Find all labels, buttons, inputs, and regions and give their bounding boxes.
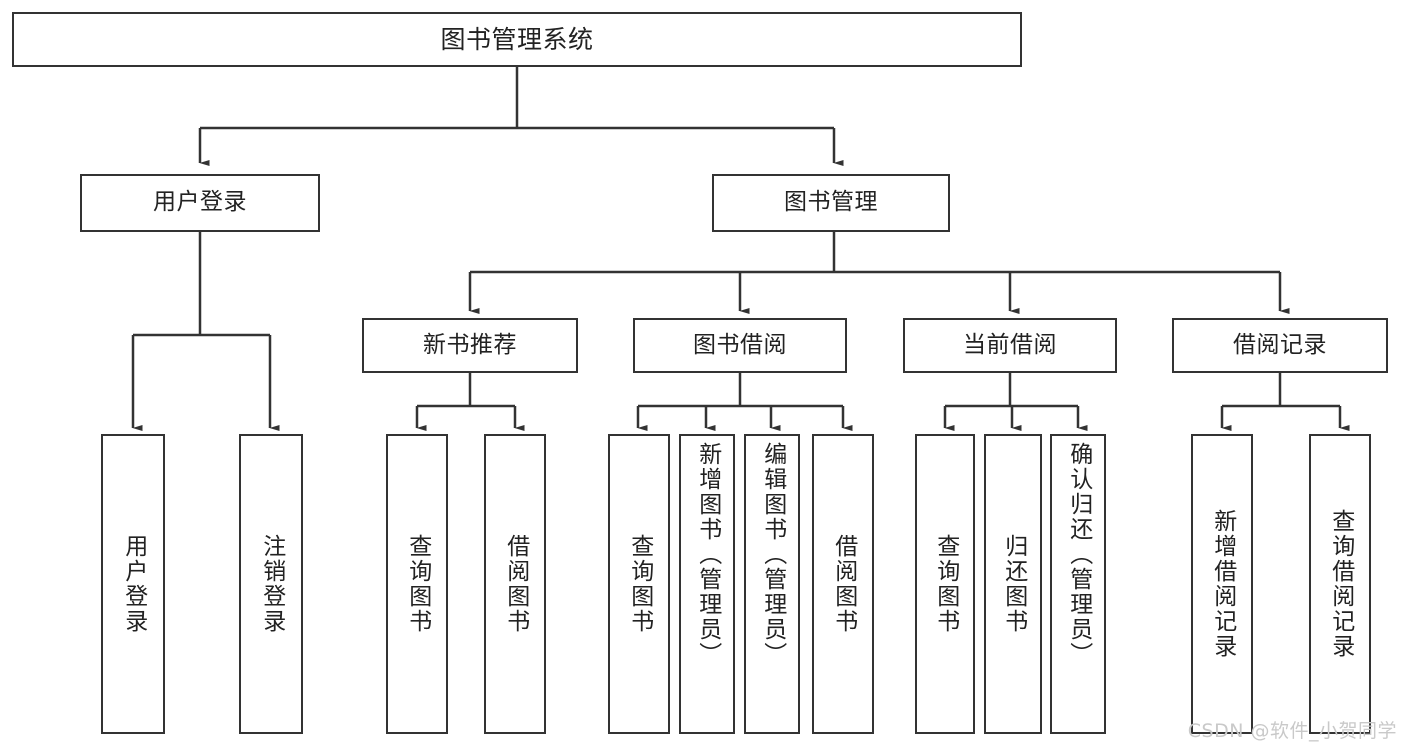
node-label: 借阅图书 <box>502 534 529 634</box>
node-book-management[interactable]: 图书管理 <box>712 174 950 232</box>
node-label: 用户登录 <box>153 189 247 216</box>
leaf-user-login[interactable]: 用户登录 <box>101 434 165 734</box>
node-label: 借阅图书 <box>830 534 857 634</box>
node-label: 查询图书 <box>626 534 653 634</box>
node-label: 新增图书（管理员） <box>694 442 721 667</box>
leaf-query-book-current[interactable]: 查询图书 <box>915 434 975 734</box>
node-label: 新增借阅记录 <box>1209 509 1236 659</box>
node-label: 当前借阅 <box>963 331 1057 358</box>
watermark-text: CSDN @软件_小贺同学 <box>1187 720 1397 742</box>
node-label: 注销登录 <box>258 534 285 634</box>
leaf-query-book-recommend[interactable]: 查询图书 <box>386 434 448 734</box>
node-label: 图书借阅 <box>693 331 787 358</box>
node-current-borrow[interactable]: 当前借阅 <box>903 318 1117 373</box>
leaf-query-borrow-record[interactable]: 查询借阅记录 <box>1309 434 1371 734</box>
node-label: 查询图书 <box>932 534 959 634</box>
node-borrow-record[interactable]: 借阅记录 <box>1172 318 1388 373</box>
leaf-borrow-book[interactable]: 借阅图书 <box>812 434 874 734</box>
node-label: 查询借阅记录 <box>1327 509 1354 659</box>
node-book-borrow[interactable]: 图书借阅 <box>633 318 847 373</box>
node-user-login[interactable]: 用户登录 <box>80 174 320 232</box>
node-label: 新书推荐 <box>423 331 517 358</box>
leaf-borrow-book-recommend[interactable]: 借阅图书 <box>484 434 546 734</box>
node-label: 确认归还（管理员） <box>1065 442 1092 667</box>
node-label: 借阅记录 <box>1233 331 1327 358</box>
node-label: 图书管理系统 <box>440 24 594 54</box>
leaf-return-book[interactable]: 归还图书 <box>984 434 1042 734</box>
leaf-edit-book-admin[interactable]: 编辑图书（管理员） <box>744 434 800 734</box>
leaf-user-logout[interactable]: 注销登录 <box>239 434 303 734</box>
node-label: 图书管理 <box>784 189 878 216</box>
node-label: 编辑图书（管理员） <box>759 442 786 667</box>
leaf-add-borrow-record[interactable]: 新增借阅记录 <box>1191 434 1253 734</box>
node-root-system[interactable]: 图书管理系统 <box>12 12 1022 67</box>
node-new-book-recommend[interactable]: 新书推荐 <box>362 318 578 373</box>
leaf-confirm-return-admin[interactable]: 确认归还（管理员） <box>1050 434 1106 734</box>
node-label: 归还图书 <box>1000 534 1027 634</box>
node-label: 用户登录 <box>120 534 147 634</box>
leaf-query-book-borrow[interactable]: 查询图书 <box>608 434 670 734</box>
leaf-add-book-admin[interactable]: 新增图书（管理员） <box>679 434 735 734</box>
node-label: 查询图书 <box>404 534 431 634</box>
